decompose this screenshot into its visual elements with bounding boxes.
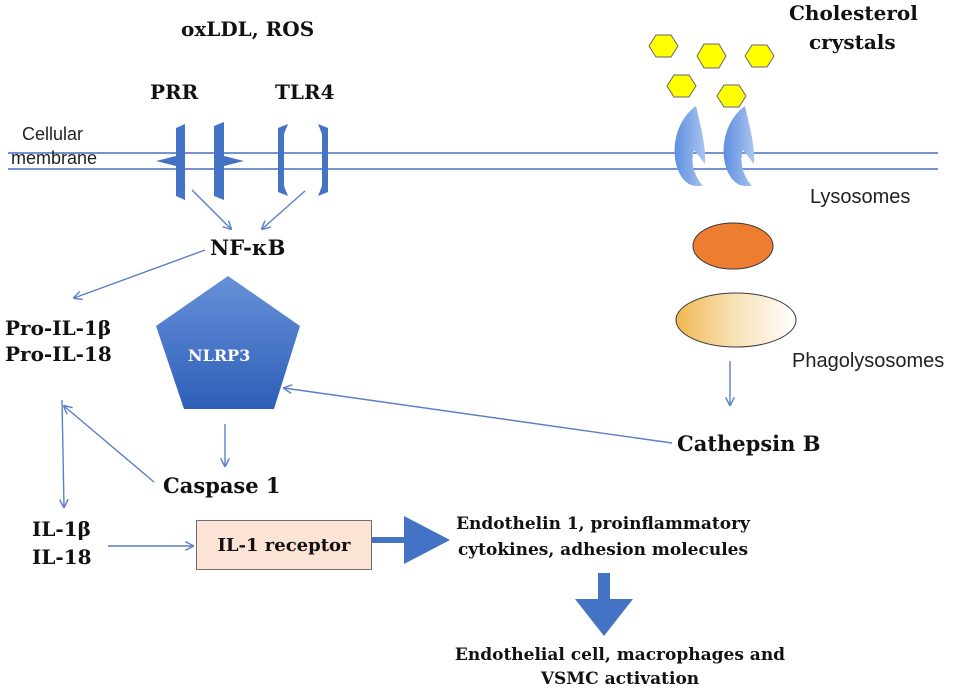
label-il1b: IL-1β [32, 517, 91, 541]
block-arrow-right [372, 516, 450, 564]
label-nlrp3: NLRP3 [188, 346, 251, 365]
cup-receptor-right [723, 106, 755, 186]
label-caspase1: Caspase 1 [163, 473, 281, 498]
label-nfkb: NF-κB [210, 235, 286, 260]
label-cholesterol: Cholesterol [789, 1, 918, 25]
label-phagolysosomes: Phagolysosomes [792, 350, 945, 372]
arrow-tlr4-to-nfkb [262, 190, 306, 229]
label-endothelin-line2: cytokines, adhesion molecules [457, 540, 749, 560]
label-il1-receptor: IL-1 receptor [217, 534, 351, 556]
label-pro-il18: Pro-IL-18 [5, 342, 112, 366]
thick-arrows [372, 516, 633, 636]
block-arrow-down [575, 573, 633, 636]
arrow-cathepsin-to-nlrp3 [284, 388, 673, 444]
label-activation-line2: VSMC activation [540, 669, 700, 689]
il1-receptor-box: IL-1 receptor [196, 520, 372, 570]
label-crystals: crystals [809, 30, 896, 54]
label-lysosomes: Lysosomes [810, 186, 911, 208]
label-membrane: membrane [11, 148, 98, 168]
lysosome-ellipse [692, 222, 774, 270]
nlrp3-pentagon [156, 276, 300, 409]
thin-arrows [62, 189, 730, 546]
label-cathepsin-b: Cathepsin B [677, 431, 821, 456]
label-prr: PRR [150, 80, 199, 104]
prr-receptor [156, 122, 244, 200]
label-il18: IL-18 [32, 545, 92, 569]
phagolysosome-ellipse [675, 292, 797, 348]
crystal-hexagon [666, 74, 697, 98]
crystal-hexagon [744, 44, 775, 68]
crystal-hexagon [716, 84, 747, 108]
cholesterol-crystals [648, 34, 775, 108]
crystal-hexagon [696, 43, 727, 69]
arrow-proil-to-il [62, 399, 64, 507]
arrow-nfkb-to-proil [74, 249, 206, 298]
label-pro-il1b: Pro-IL-1β [5, 316, 112, 340]
crystal-hexagon [648, 34, 679, 58]
label-tlr4: TLR4 [275, 80, 335, 104]
arrow-prr-to-nfkb [191, 189, 231, 229]
tlr4-receptor [278, 124, 328, 196]
cup-receptor-left [674, 106, 706, 186]
label-activation-line1: Endothelial cell, macrophages and [454, 645, 786, 665]
label-cellular: Cellular [22, 124, 84, 144]
label-endothelin-line1: Endothelin 1, proinflammatory [456, 514, 750, 534]
label-oxldl-ros: oxLDL, ROS [181, 17, 315, 41]
arrow-caspase-to-proil [64, 406, 155, 483]
crystal-receptors [674, 106, 755, 186]
